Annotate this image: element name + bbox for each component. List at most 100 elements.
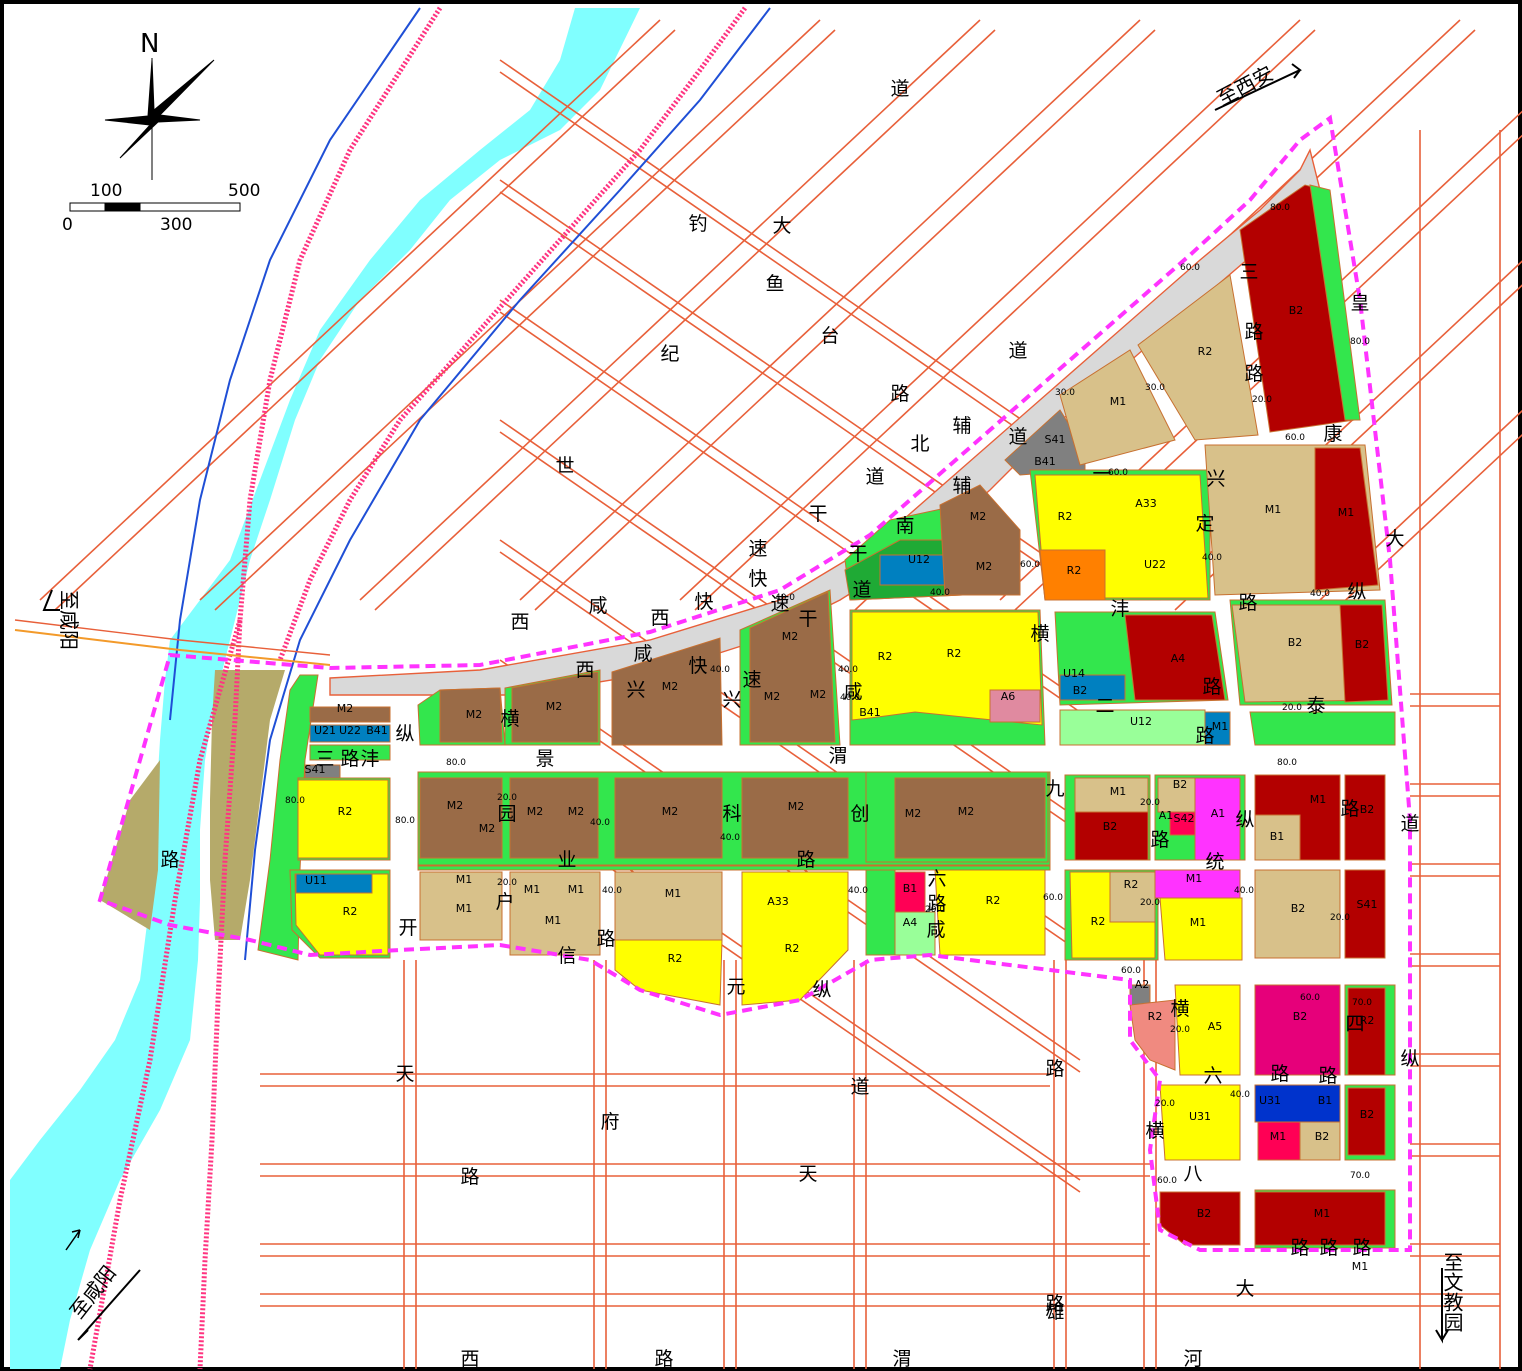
land-parcel-m2 [939,484,1021,596]
road-name-char: 纵 [812,979,831,1001]
zone-code-label: U12 [1130,715,1152,728]
land-parcel-m1 [1254,869,1341,959]
road-name-char: 渭 [892,1348,911,1370]
zone-code-label: S41 [1357,898,1378,911]
road-width-label: 20.0 [1282,703,1302,713]
land-parcel-r2 [1159,897,1243,961]
road-name-char: 速 [742,669,761,691]
zone-code-label: A2 [1135,978,1150,991]
road-name-char: 辅 [952,415,971,437]
zone-code-label: M2 [970,510,987,523]
land-parcel-m1 [1109,871,1156,923]
road-width-label: 60.0 [1108,468,1128,478]
land-parcel-a2 [1129,999,1176,1071]
road-width-label: 80.0 [446,758,466,768]
land-parcel-m2 [511,671,599,743]
road-name-char: 路 [160,849,179,871]
road-outline [1319,409,1522,601]
zone-code-label: R2 [343,905,358,918]
zone-code-label: S41 [305,763,326,776]
road-width-label: 80.0 [1270,203,1290,213]
wei-river [10,8,640,1369]
road-name-char: 纵 [1235,809,1254,831]
land-parcel-b2 [1344,774,1386,861]
development-blocks [257,184,1396,1249]
road-name-char: 纵 [1400,1048,1419,1070]
road-width-label: 40.0 [1310,589,1330,599]
road-grid [39,19,1522,1369]
land-parcel-b2 [1074,811,1149,861]
road-name-char: 路 [1244,321,1263,343]
zone-code-label: M2 [810,688,827,701]
road-width-label: 40.0 [930,588,950,598]
land-parcel-m1 [1299,1121,1341,1161]
zone-code-label: A5 [1208,1020,1223,1033]
road-width-label: 20.0 [1170,1025,1190,1035]
road-name-char: 咸 [588,595,607,617]
zone-code-label: R2 [878,650,893,663]
scale-bar-seg-3 [139,202,241,212]
zone-code-label: M2 [905,807,922,820]
zone-code-label: M1 [1265,503,1282,516]
blue-line-2 [244,7,771,961]
land-parcel-r2 [741,871,849,1006]
road-outline [199,19,821,601]
road-name-char: 大 [772,215,791,237]
road-name-char: 四 [1345,1013,1364,1035]
zone-code-label: U12 [908,553,930,566]
xianyang-road [14,629,331,666]
road-name-char: 三 [315,748,334,770]
zone-code-label: B2 [1103,820,1118,833]
road-width-label: 70.0 [1352,998,1372,1008]
road-name-char: 南 [895,515,914,537]
road-name-char: 辅 [952,475,971,497]
road-name-char: 路 [1270,1063,1289,1085]
road-name-char: 路 [1045,1293,1064,1315]
zone-code-label: A4 [1171,652,1186,665]
road-name-char: 道 [1008,340,1027,362]
zone-code-label: R2 [1067,564,1082,577]
land-parcel-m1 [1137,274,1259,441]
road-name-char: 路 [460,1166,479,1188]
land-parcel-green [865,869,896,956]
zone-code-label: B2 [1197,1207,1212,1220]
road-width-label: 20.0 [1155,1099,1175,1109]
road-width-label: 20.0 [1252,395,1272,405]
road-width-label: 60.0 [1157,1176,1177,1186]
flow-arrow-icon [65,1229,81,1251]
land-parcel-b2 [1347,1087,1386,1156]
zone-code-label: M2 [466,708,483,721]
road-name-char: 速 [748,538,767,560]
zone-code-label: B2 [1173,778,1188,791]
road-name-char: 横 [1145,1120,1164,1142]
land-parcel-b2 [1314,447,1379,591]
zone-code-label: U14 [1063,667,1085,680]
land-parcel-m2 [509,777,599,859]
road-name-char: 北 [910,433,929,455]
road-width-label: 60.0 [1020,560,1040,570]
road-name-char: 路 [1150,829,1169,851]
zone-code-label: M2 [568,805,585,818]
zone-code-label: M2 [788,800,805,813]
road-outline [499,71,1081,473]
road-name-char: 横 [1030,623,1049,645]
zone-code-label: M2 [782,630,799,643]
road-name-char: 快 [688,655,707,677]
zone-code-label: B41 [1034,455,1056,468]
zone-code-label: S41 [1045,433,1066,446]
road-name-char: 科 [722,803,741,825]
road-name-char: 六 [927,868,946,890]
road-name-char: 道 [890,78,909,100]
direction-to-wenjiaoyuan: 至文教园 [1440,1252,1464,1332]
railway-2 [277,6,748,661]
road-name-char: 西 [650,607,669,629]
zone-code-label: R2 [1198,345,1213,358]
zone-code-label: A33 [1135,497,1157,510]
road-width-label: 20.0 [925,905,945,915]
land-parcel-b2 [1347,987,1386,1076]
zone-code-label: M2 [337,702,354,715]
road-name-char: 户 [495,891,514,913]
scale-bar-seg-1 [69,202,106,212]
